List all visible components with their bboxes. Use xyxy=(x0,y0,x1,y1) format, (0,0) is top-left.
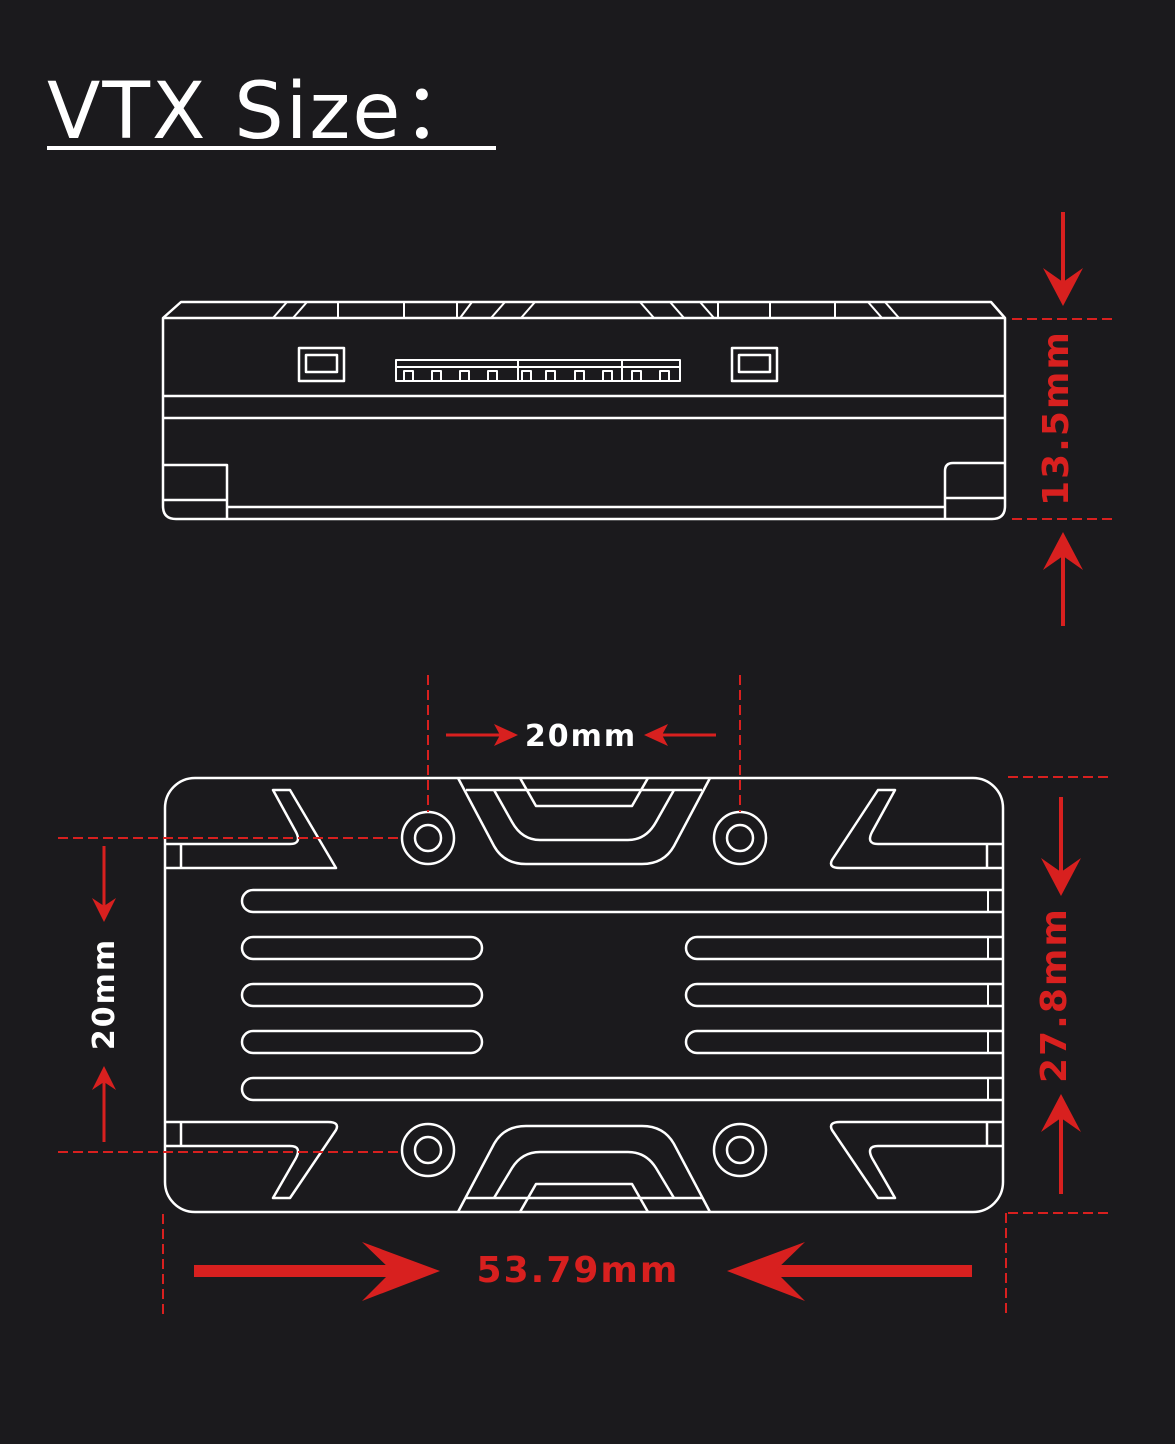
side-connector xyxy=(395,359,681,382)
mounting-hole-top-right xyxy=(712,810,768,866)
body-height-arrow-bottom-head xyxy=(1041,1094,1081,1132)
dimension-body-width xyxy=(162,1214,972,1315)
side-height-label: 13.5mm xyxy=(1036,330,1077,506)
dimension-mount-vertical xyxy=(58,837,400,1153)
fin-left-1 xyxy=(240,935,484,961)
right-switch-inner xyxy=(737,353,772,374)
left-foot xyxy=(163,463,229,519)
fin-right-1 xyxy=(684,935,1003,961)
fin-long-bottom xyxy=(240,1076,1003,1102)
fin-right-2 xyxy=(684,982,1003,1008)
side-height-arrow-top-head xyxy=(1043,268,1083,306)
corner-cutout-bottom-right xyxy=(829,1120,1003,1200)
mount-vertical-label: 20mm xyxy=(87,938,122,1050)
body-height-arrow-top-head xyxy=(1041,858,1081,896)
body-width-label: 53.79mm xyxy=(477,1250,680,1291)
fin-right-3 xyxy=(684,1029,1003,1055)
left-switch-inner xyxy=(304,353,339,374)
body-width-arrow-left-head xyxy=(362,1242,440,1301)
top-center-notch-outer xyxy=(456,777,712,866)
mounting-hole-bottom-right xyxy=(712,1122,768,1178)
corner-cutout-top-right xyxy=(829,788,1003,870)
bottom-center-notch-outer xyxy=(456,1124,712,1213)
body-width-arrow-right-head xyxy=(727,1242,805,1301)
body-height-label: 27.8mm xyxy=(1034,907,1075,1083)
corner-cutout-bottom-left xyxy=(165,1120,339,1200)
bottom-center-notch-inner xyxy=(492,1150,676,1199)
fin-left-2 xyxy=(240,982,484,1008)
mounting-hole-top-left xyxy=(400,810,456,866)
mount-v-arrow-top-head xyxy=(92,898,116,922)
corner-cutout-top-left xyxy=(165,788,338,870)
side-view-outline xyxy=(161,300,1007,521)
dimension-side-height xyxy=(1012,212,1112,626)
left-switch xyxy=(297,346,346,383)
right-foot xyxy=(943,461,1005,519)
mounting-hole-bottom-left xyxy=(400,1122,456,1178)
mounting-holes xyxy=(400,810,768,1178)
fin-left-3 xyxy=(240,1029,484,1055)
dimension-mount-horizontal xyxy=(427,675,741,812)
dimension-body-height xyxy=(1005,776,1112,1315)
side-height-arrow-bottom-head xyxy=(1043,532,1083,570)
right-switch xyxy=(730,346,779,383)
mount-h-arrow-right-head xyxy=(644,724,668,746)
cooling-fins xyxy=(240,888,1003,1102)
top-center-notch-inner xyxy=(492,789,676,842)
top-center-notch-tab xyxy=(518,777,650,808)
top-view xyxy=(163,776,1005,1214)
mount-h-arrow-left-head xyxy=(494,724,518,746)
page-title: VTX Size： xyxy=(47,67,483,157)
top-view-outline xyxy=(163,776,1005,1214)
mount-v-arrow-bottom-head xyxy=(92,1066,116,1090)
title-underline xyxy=(47,146,496,150)
fin-long-top xyxy=(240,888,1003,914)
side-bevel-ticks xyxy=(272,301,900,319)
mount-horizontal-label: 20mm xyxy=(525,719,637,754)
side-view xyxy=(161,300,1007,521)
